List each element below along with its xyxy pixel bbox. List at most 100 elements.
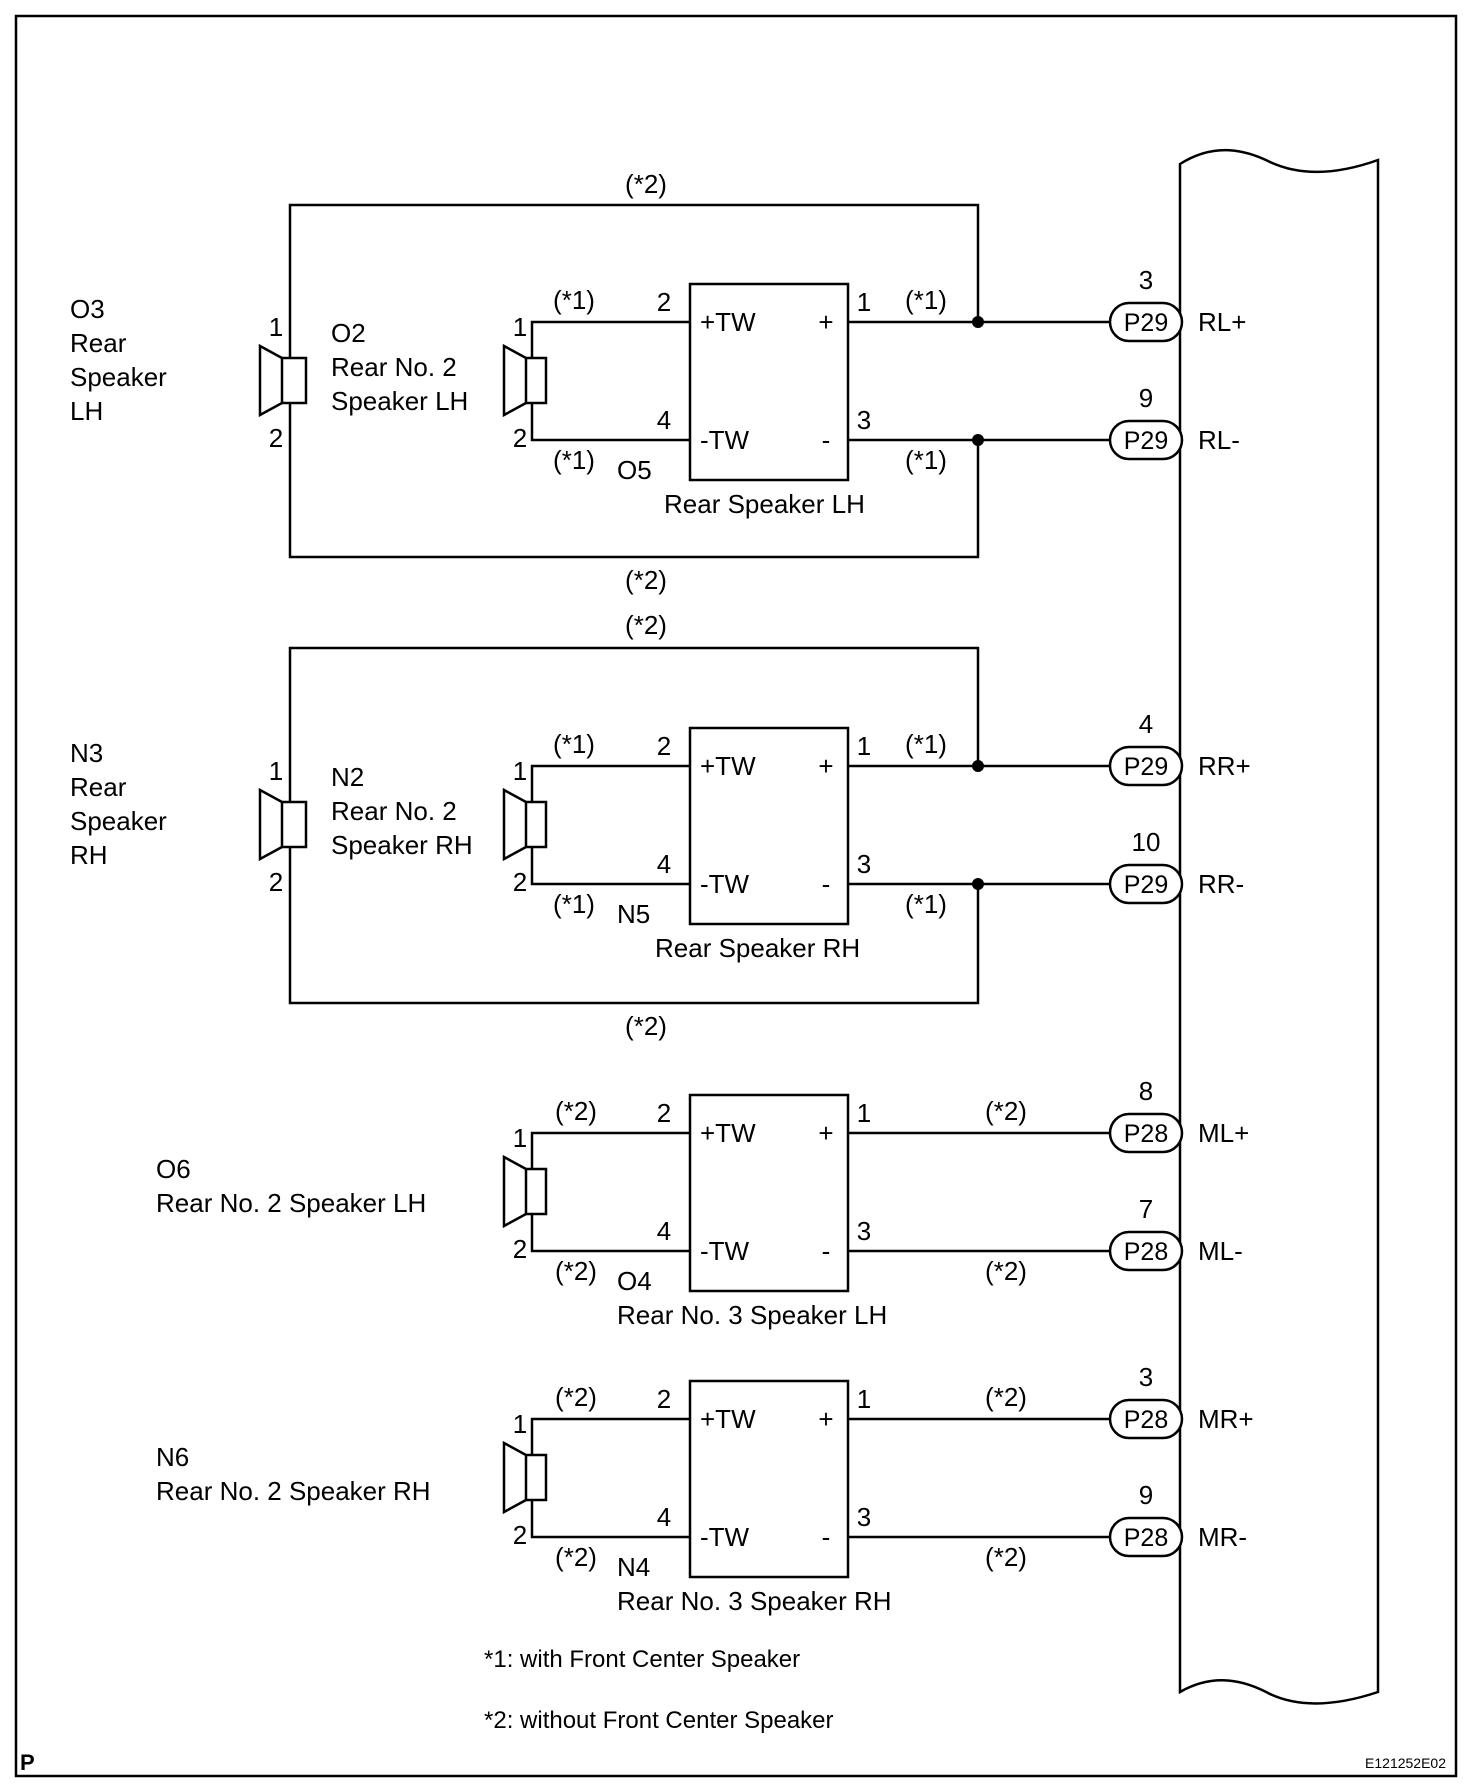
connector-pin-number: 3: [1139, 265, 1153, 295]
bypass-wire-top: [288, 646, 980, 821]
box-label-minus: -: [822, 425, 831, 455]
connector-badge: [1108, 301, 1184, 343]
outer-speaker-pin-bottom: 2: [269, 423, 283, 453]
inner-speaker-code: N2: [331, 762, 364, 792]
box-name: Rear No. 3 Speaker RH: [617, 1586, 892, 1616]
note-star-1: *1: with Front Center Speaker: [484, 1646, 800, 1673]
wire-tag-right-bottom: (*1): [905, 889, 947, 919]
connector-signal: RL+: [1198, 307, 1246, 337]
speaker-icon: [258, 343, 308, 418]
connector-signal: ML-: [1198, 1236, 1243, 1266]
box-pin-tw-minus: 4: [657, 405, 671, 435]
group-rear-speaker-lh: (*2) (*2) 1 2 O3 Rear Speaker LH O2 Rear…: [70, 169, 1246, 595]
connector-badge: [1108, 419, 1184, 461]
splice-dot: [972, 760, 984, 772]
speaker-pin-top: 1: [513, 1409, 527, 1439]
wire-tag-left-top: (*2): [555, 1382, 597, 1412]
outer-speaker-code: N3: [70, 738, 103, 768]
connector-id: P28: [1124, 1238, 1168, 1266]
inner-speaker-pin-top: 1: [513, 312, 527, 342]
group-rear-speaker-rh: (*2) (*2) 1 2 N3 Rear Speaker RH N2 Rear…: [70, 610, 1251, 1041]
wire: [530, 320, 690, 358]
speaker-icon: [502, 343, 548, 418]
box-label-minus: -: [822, 1236, 831, 1266]
crossover-box: [688, 282, 850, 482]
inner-speaker-name-line-2: Speaker LH: [331, 386, 468, 416]
box-code: N4: [617, 1552, 650, 1582]
bypass-tag-top: (*2): [625, 610, 667, 640]
box-pin-plus: 1: [857, 1384, 871, 1414]
box-pin-tw-plus: 2: [657, 287, 671, 317]
inner-speaker-pin-top: 1: [513, 756, 527, 786]
connector-pin-number: 8: [1139, 1076, 1153, 1106]
connector-id: P29: [1124, 753, 1168, 781]
connector-badge: [1108, 745, 1184, 787]
box-name: Rear No. 3 Speaker LH: [617, 1300, 887, 1330]
box-pin-minus: 3: [857, 1216, 871, 1246]
outer-speaker-name-line-1: Rear: [70, 328, 127, 358]
box-label-tw-minus: -TW: [700, 425, 750, 455]
connector-pin-number: 7: [1139, 1194, 1153, 1224]
box-pin-minus: 3: [857, 849, 871, 879]
inner-speaker-name-line-1: Rear No. 2: [331, 796, 457, 826]
connector-pin-number: 3: [1139, 1362, 1153, 1392]
speaker-pin-top: 1: [513, 1123, 527, 1153]
note-star-2: *2: without Front Center Speaker: [484, 1707, 834, 1734]
box-pin-tw-plus: 2: [657, 731, 671, 761]
box-name: Rear Speaker LH: [664, 489, 865, 519]
connector-badge: [1108, 863, 1184, 905]
inner-speaker-code: O2: [331, 318, 366, 348]
box-label-plus: +: [818, 751, 833, 781]
outer-speaker-name-line-1: Rear: [70, 772, 127, 802]
connector-badge: [1108, 1516, 1184, 1558]
inner-speaker-name-line-2: Speaker RH: [331, 830, 473, 860]
box-pin-tw-plus: 2: [657, 1384, 671, 1414]
box-label-tw-plus: +TW: [700, 751, 756, 781]
speaker-name: Rear No. 2 Speaker RH: [156, 1476, 431, 1506]
wire: [530, 1500, 690, 1539]
connector-signal: MR+: [1198, 1404, 1254, 1434]
box-pin-minus: 3: [857, 1502, 871, 1532]
wire-tag-right-top: (*1): [905, 729, 947, 759]
speaker-code: O6: [156, 1154, 191, 1184]
connector-signal: RL-: [1198, 425, 1240, 455]
inner-speaker-pin-bottom: 2: [513, 867, 527, 897]
splice-dot: [972, 434, 984, 446]
speaker-icon: [258, 787, 308, 862]
speaker-icon: [502, 1154, 548, 1229]
wire: [530, 1214, 690, 1253]
wire-tag-right-top: (*1): [905, 285, 947, 315]
crossover-box: [688, 1093, 850, 1293]
connector-id: P29: [1124, 309, 1168, 337]
wire: [530, 1417, 690, 1455]
box-label-tw-minus: -TW: [700, 1522, 750, 1552]
outer-speaker-pin-top: 1: [269, 312, 283, 342]
box-label-tw-plus: +TW: [700, 1404, 756, 1434]
wire: [530, 764, 690, 802]
wire: [530, 1131, 690, 1169]
connector-signal: RR+: [1198, 751, 1251, 781]
box-pin-tw-minus: 4: [657, 1216, 671, 1246]
bypass-wire-bottom: [288, 834, 980, 1005]
speaker-icon: [502, 1440, 548, 1515]
connector-pin-number: 9: [1139, 383, 1153, 413]
wire-tag-right-bottom: (*2): [985, 1542, 1027, 1572]
outer-speaker-name-line-3: RH: [70, 840, 108, 870]
box-name: Rear Speaker RH: [655, 933, 860, 963]
wire-tag-right-bottom: (*2): [985, 1256, 1027, 1286]
connector-signal: ML+: [1198, 1118, 1249, 1148]
box-label-plus: +: [818, 1118, 833, 1148]
outer-speaker-name-line-2: Speaker: [70, 362, 167, 392]
wire-tag-left-top: (*2): [555, 1096, 597, 1126]
box-pin-plus: 1: [857, 1098, 871, 1128]
bypass-tag-top: (*2): [625, 169, 667, 199]
box-pin-tw-minus: 4: [657, 1502, 671, 1532]
connector-id: P29: [1124, 427, 1168, 455]
connector-signal: RR-: [1198, 869, 1244, 899]
wire-tag-right-top: (*2): [985, 1096, 1027, 1126]
box-code: N5: [617, 899, 650, 929]
bypass-wire-bottom: [288, 390, 980, 559]
speaker-code: N6: [156, 1442, 189, 1472]
